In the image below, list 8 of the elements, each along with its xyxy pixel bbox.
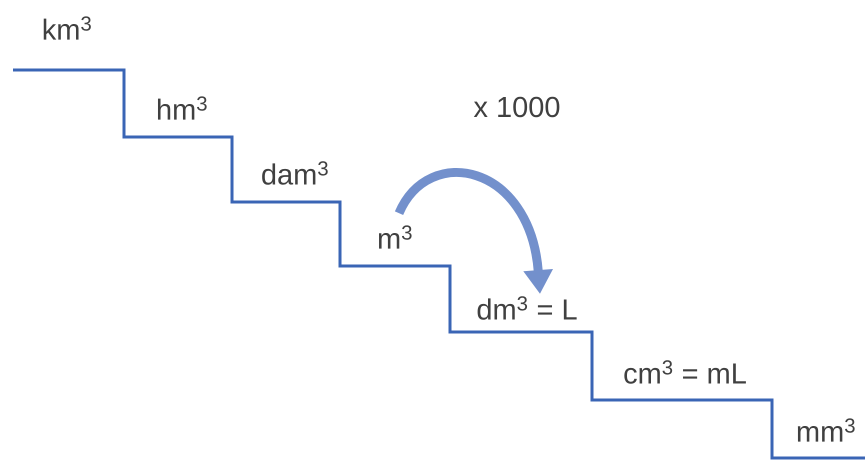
unit-label: km$^{3}$	[44, 16, 91, 40]
unit-label: hm$^{3}$	[158, 96, 207, 120]
unit-label: m$^{3}$	[378, 225, 412, 249]
unit-label: mm$^{3}$	[798, 418, 855, 442]
edge-label: x 1000	[474, 96, 560, 118]
unit-label: dm$^{3}$ = L	[478, 296, 577, 320]
unit-label: cm$^{3}$ = mL	[624, 360, 746, 384]
unit-label: dam$^{3}$	[262, 161, 328, 185]
